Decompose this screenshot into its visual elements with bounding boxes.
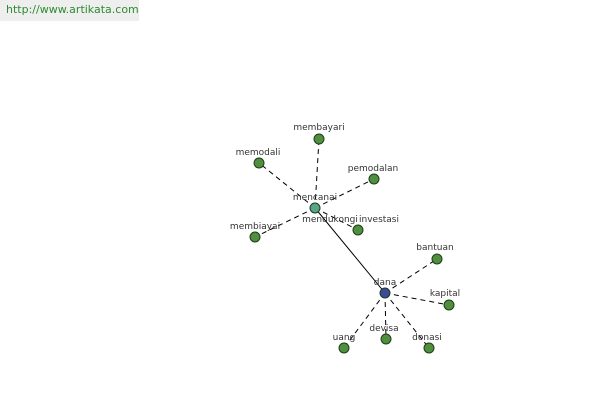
node-label-dana[interactable]: dana bbox=[374, 278, 396, 288]
node-label-investasi[interactable]: investasi bbox=[359, 215, 399, 225]
graph-nodes bbox=[249, 133, 455, 354]
edge-mencanai-memodali bbox=[258, 162, 316, 209]
edge-dana-kapital bbox=[384, 292, 450, 306]
node-membayari[interactable] bbox=[313, 133, 325, 145]
node-label-membiayai[interactable]: membiayai bbox=[230, 222, 280, 232]
node-label-memodali[interactable]: memodali bbox=[236, 148, 281, 158]
edge-dana-devisa bbox=[384, 292, 387, 340]
node-label-donasi[interactable]: donasi bbox=[412, 333, 442, 343]
edge-mencanai-dana bbox=[314, 207, 386, 294]
node-bantuan[interactable] bbox=[431, 253, 443, 265]
node-mendukongi[interactable] bbox=[352, 224, 364, 236]
node-membiayai[interactable] bbox=[249, 231, 261, 243]
edge-mencanai-pemodalan bbox=[314, 178, 375, 209]
node-devisa[interactable] bbox=[380, 333, 392, 345]
node-pemodalan[interactable] bbox=[368, 173, 380, 185]
edge-dana-donasi bbox=[384, 292, 430, 349]
edge-mencanai-membayari bbox=[314, 138, 320, 209]
node-mencanai[interactable] bbox=[309, 202, 321, 214]
node-label-uang[interactable]: uang bbox=[333, 333, 356, 343]
node-memodali[interactable] bbox=[253, 157, 265, 169]
edge-mencanai-membiayai bbox=[254, 207, 316, 238]
node-label-devisa[interactable]: devisa bbox=[369, 324, 398, 334]
node-dana[interactable] bbox=[379, 287, 391, 299]
node-uang[interactable] bbox=[338, 342, 350, 354]
edge-mencanai-investasi bbox=[314, 207, 359, 231]
graph-edges bbox=[254, 138, 450, 349]
node-kapital[interactable] bbox=[443, 299, 455, 311]
node-label-pemodalan[interactable]: pemodalan bbox=[348, 164, 398, 174]
node-label-bantuan[interactable]: bantuan bbox=[416, 243, 453, 253]
node-label-mencanai[interactable]: mencanai bbox=[293, 193, 337, 203]
node-label-mendukongi[interactable]: mendukongi bbox=[302, 215, 358, 225]
node-label-membayari[interactable]: membayari bbox=[293, 123, 344, 133]
graph-labels: membayari memodali pemodalan mencanai menduk… bbox=[230, 123, 460, 343]
node-donasi[interactable] bbox=[423, 342, 435, 354]
node-label-kapital[interactable]: kapital bbox=[430, 289, 460, 299]
edge-dana-uang bbox=[343, 292, 386, 349]
url-bar: http://www.artikata.com bbox=[0, 0, 139, 21]
site-url-link[interactable]: http://www.artikata.com bbox=[6, 3, 139, 16]
edge-dana-bantuan bbox=[384, 258, 438, 294]
